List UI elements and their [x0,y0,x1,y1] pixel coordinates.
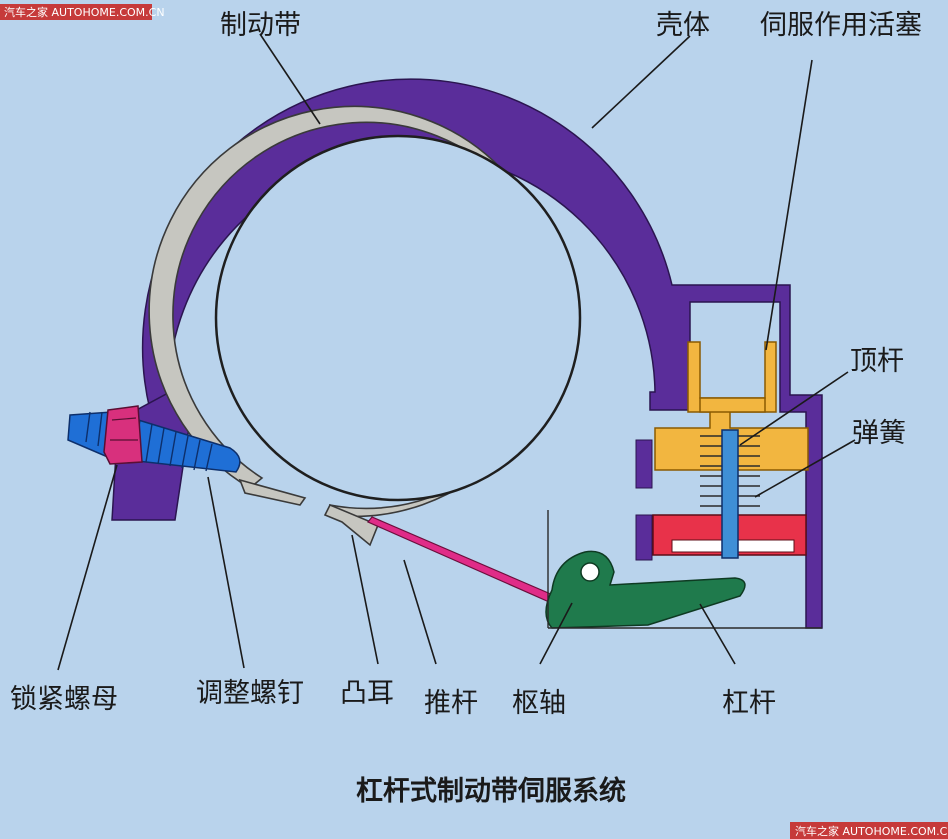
label-top-rod: 顶杆 [850,346,904,377]
label-servo-piston: 伺服作用活塞 [760,10,922,41]
label-brake-band: 制动带 [220,10,301,41]
label-spring: 弹簧 [852,418,906,449]
piston-push-rod [721,429,739,559]
servo-piston-cup [699,397,766,413]
svg-text:汽车之家 AUTOHOME.COM.CN: 汽车之家 AUTOHOME.COM.CN [4,5,165,19]
servo-wall-lower [635,514,653,561]
pivot-hole [580,562,600,582]
label-lug: 凸耳 [340,678,394,709]
label-lever: 杠杆 [722,688,776,719]
svg-text:汽车之家 AUTOHOME.COM.CN: 汽车之家 AUTOHOME.COM.CN [795,824,948,838]
watermark-top-left: 汽车之家 AUTOHOME.COM.CN [0,4,165,20]
watermark-bottom-right: 汽车之家 AUTOHOME.COM.CN [790,822,948,839]
diagram-title: 杠杆式制动带伺服系统 [356,775,626,807]
label-pivot: 枢轴 [512,688,566,719]
label-lock-nut: 锁紧螺母 [10,684,118,715]
lock-nut [103,405,143,465]
label-housing: 壳体 [656,10,710,41]
drum [214,134,582,502]
push-rod [367,516,561,606]
label-push-rod: 推杆 [424,688,478,719]
servo-wall-upper [635,439,653,489]
band-end-left [238,478,307,506]
lever [545,550,746,629]
label-adjust-screw: 调整螺钉 [196,678,304,709]
leader-lines [57,33,856,671]
pivot-frame [547,510,822,629]
